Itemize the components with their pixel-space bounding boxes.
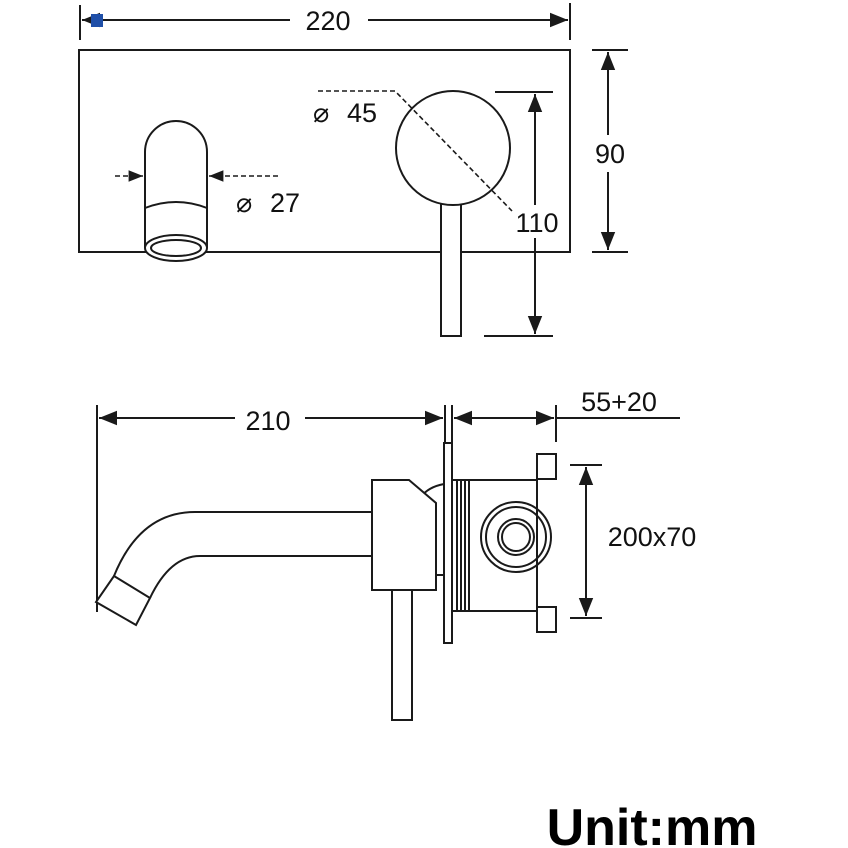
width-dimension: 220: [79, 3, 571, 40]
box-size-label: 200x70: [608, 522, 697, 552]
handle-height-dimension: 110: [484, 91, 559, 337]
spout-front: [144, 120, 208, 262]
projection-label: 210: [245, 406, 290, 436]
handle-diameter-symbol: ⌀: [313, 98, 329, 128]
handle-diameter-label: 45: [347, 98, 377, 128]
wall-plate-outline: [78, 49, 571, 253]
unit-label: Unit:mm: [547, 799, 758, 848]
side-view: 210 55+20: [94, 387, 697, 721]
spout-diameter-label: 27: [270, 188, 300, 218]
height-label: 90: [595, 139, 625, 169]
spout-diameter-dimension: ⌀ 27: [115, 170, 300, 218]
depth-dimension: 55+20: [454, 387, 680, 442]
spout-diameter-symbol: ⌀: [236, 188, 252, 218]
box-size-dimension: 200x70: [570, 464, 697, 619]
lever-side: [391, 589, 413, 721]
handle-front: [395, 90, 511, 337]
height-dimension: 90: [592, 49, 628, 253]
depth-label: 55+20: [581, 387, 657, 417]
valve-body-side: [371, 479, 445, 721]
projection-dimension: 210: [96, 405, 453, 612]
top-view: 220 ⌀ 27 ⌀ 45 110: [78, 3, 628, 337]
spout-side: [94, 511, 372, 627]
width-label: 220: [305, 6, 350, 36]
blue-marker: [91, 14, 103, 27]
mounting-box: [443, 442, 557, 644]
handle-height-label: 110: [515, 208, 558, 238]
handle-diameter-dimension: ⌀ 45: [313, 90, 513, 212]
